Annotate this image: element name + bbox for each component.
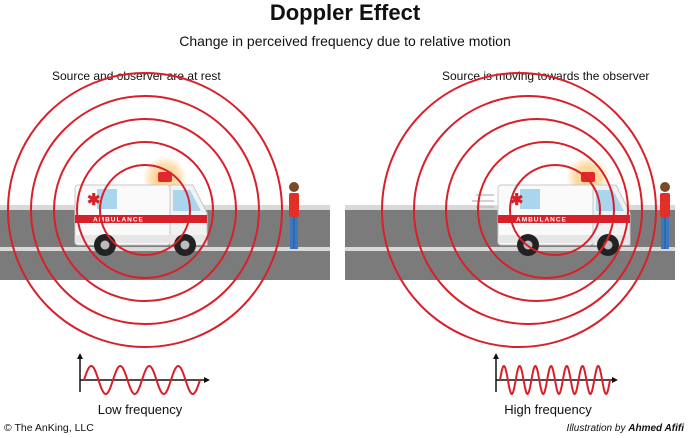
ambulance-label: AMBULANCE (93, 217, 144, 224)
page-title: Doppler Effect (269, 0, 421, 25)
credit-name: Ahmed Afifi (628, 423, 684, 434)
low-frequency-label: Low frequency (97, 402, 183, 417)
left-sound-waves (7, 72, 283, 348)
ambulance-stripe (498, 215, 630, 223)
star-of-life-icon: ✱ (87, 192, 100, 209)
left-panel-caption: Source and observer are at rest (52, 69, 221, 83)
ambulance-label: AMBULANCE (516, 217, 567, 224)
right-ambulance: ✱ AMBULANCE (472, 156, 631, 256)
high-frequency-label: High frequency (504, 402, 592, 417)
siren-light (581, 172, 595, 182)
left-ambulance: ✱ AMBULANCE (74, 156, 208, 256)
left-observer (289, 182, 299, 249)
right-sound-waves (381, 72, 657, 348)
high-frequency-waveform (493, 353, 618, 396)
copyright-notice: © The AnKing, LLC (4, 422, 94, 434)
ambulance-stripe (75, 215, 207, 223)
star-of-life-icon: ✱ (510, 192, 523, 209)
low-frequency-waveform (77, 353, 210, 395)
page-subtitle: Change in perceived frequency due to rel… (179, 33, 511, 49)
illustration-credit: Illustration by Ahmed Afifi (567, 423, 684, 434)
credit-prefix: Illustration by (566, 423, 626, 434)
siren-light (158, 172, 172, 182)
right-observer (660, 182, 670, 249)
